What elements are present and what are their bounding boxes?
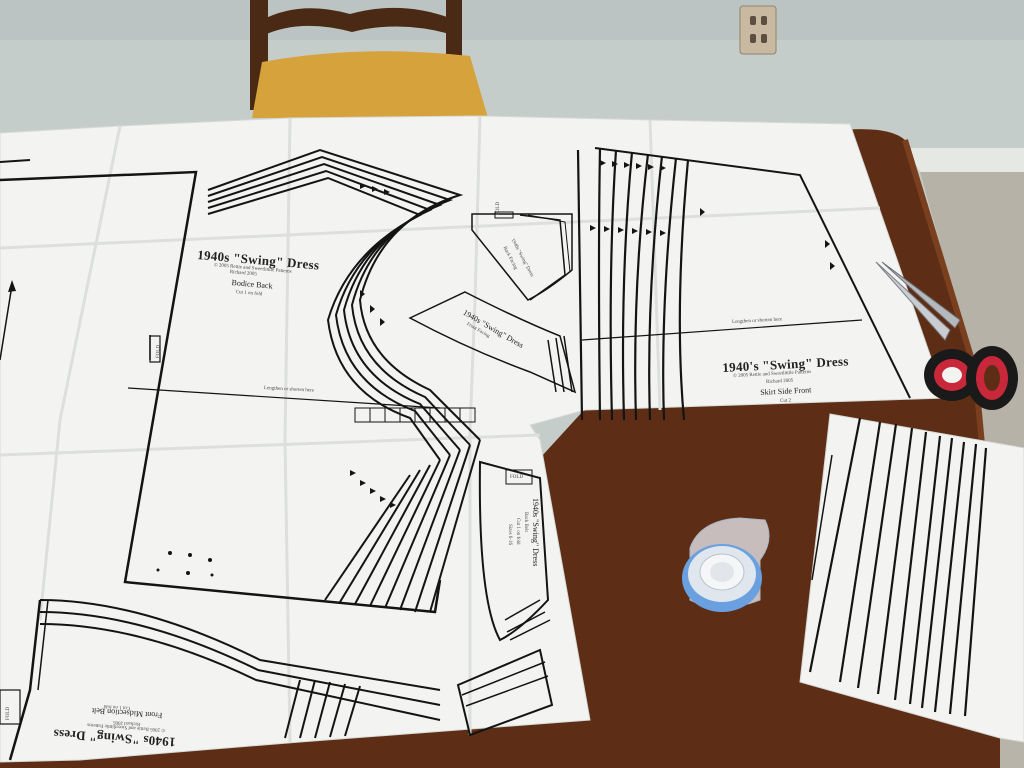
facing-fold: FOLD xyxy=(496,201,501,215)
chair-seat xyxy=(252,51,488,119)
pattern-sheet-main xyxy=(0,115,946,763)
notch-marks xyxy=(350,160,835,508)
paper-sheet xyxy=(799,413,1024,743)
armhole-size-lines xyxy=(207,148,481,461)
wall-shade xyxy=(0,0,1024,40)
chair-backrest xyxy=(262,7,450,36)
front-fold: FOLD xyxy=(6,706,11,720)
belt-fold: FOLD xyxy=(510,475,524,480)
side-seam-lines xyxy=(324,439,481,613)
belt-piece-name: Back Belt xyxy=(523,512,528,532)
skirt-cut: Cut 2 xyxy=(780,398,792,404)
chair xyxy=(250,0,488,119)
bodice-fold: FOLD xyxy=(156,344,162,359)
pattern-sheet-right xyxy=(799,413,1024,743)
baseboard xyxy=(905,148,1024,172)
belt-title: 1940s "Swing" Dress xyxy=(531,498,540,567)
belt-cut: Cut 1 on fold xyxy=(515,518,520,545)
marking-dots xyxy=(156,551,214,577)
skirt-grading-lines xyxy=(576,147,690,421)
size-box-row xyxy=(354,407,476,423)
wall-outlet-icon xyxy=(739,5,777,55)
scissors-icon xyxy=(875,261,1018,410)
tape-dispenser-icon xyxy=(682,517,770,612)
belt-size: Sizes 6-16 xyxy=(507,524,512,545)
